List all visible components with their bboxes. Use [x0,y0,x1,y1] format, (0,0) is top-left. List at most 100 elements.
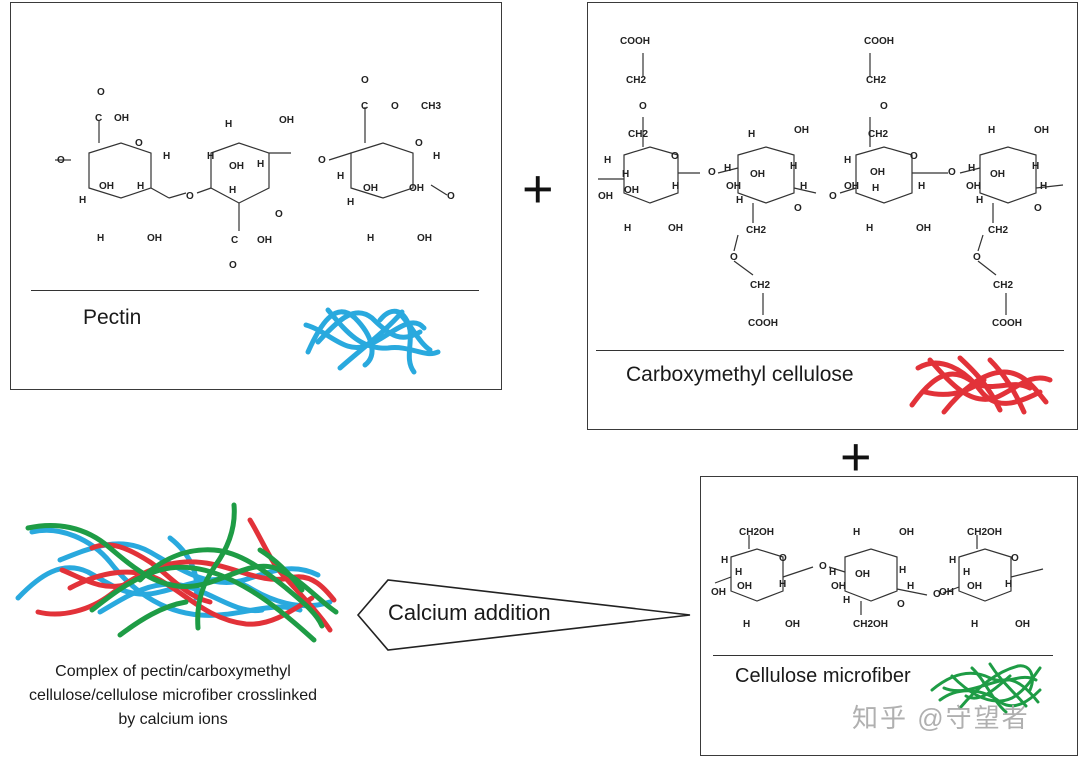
atom-label: OH [257,235,272,246]
atom-label: O [97,87,105,98]
microfiber-structure: CH2OH O H H OH H OH H OH O H OH H OH H O… [711,527,1044,630]
atom-label: COOH [864,36,894,47]
atom-label: OH [668,223,683,234]
cmc-panel: COOH CH2 O CH2 O H H OH H OH H OH O H OH… [587,2,1078,430]
atom-label: OH [785,619,800,630]
atom-label: H [367,233,374,244]
atom-label: H [433,151,440,162]
atom-label: O [933,589,941,600]
atom-label: OH [737,581,752,592]
microfiber-label: Cellulose microfiber [735,665,911,687]
atom-label: H [918,181,925,192]
cmc-label: Carboxymethyl cellulose [626,363,854,386]
atom-label: O [135,138,143,149]
atom-label: CH2OH [853,619,888,630]
atom-label: H [748,129,755,140]
atom-label: O [415,138,423,149]
microfiber-ring-b [844,548,898,602]
atom-label: OH [711,587,726,598]
atom-label: O [391,101,399,112]
atom-label: H [963,567,970,578]
atom-label: CH2 [750,280,770,291]
calcium-addition-label: Calcium addition [388,600,551,625]
atom-label: O [186,191,194,202]
atom-label: C [361,101,368,112]
atom-label: H [866,223,873,234]
pectin-divider [31,290,479,291]
microfiber-divider [713,655,1053,656]
atom-label: H [743,619,750,630]
atom-label: H [79,195,86,206]
plus-sign-2: + [840,427,872,487]
atom-label: O [1011,553,1019,564]
cmc-ring-c [855,146,913,204]
atom-label: O [708,167,716,178]
atom-label: CH2 [988,225,1008,236]
atom-label: CH2 [626,75,646,86]
atom-label: O [973,252,981,263]
pectin-ring-2 [210,142,270,204]
atom-label: O [361,75,369,86]
atom-label: OH [939,587,954,598]
atom-label: OH [844,181,859,192]
atom-label: OH [363,183,378,194]
atom-label: H [853,527,860,538]
complex-caption-line-2: cellulose/cellulose microfiber crosslink… [28,687,318,704]
watermark: 知乎 @守望者 [852,703,1030,733]
atom-label: H [968,163,975,174]
atom-label: H [779,579,786,590]
atom-label: O [779,553,787,564]
atom-label: H [225,119,232,130]
atom-label: OH [967,581,982,592]
atom-label: OH [750,169,765,180]
atom-label: OH [916,223,931,234]
atom-label: O [948,167,956,178]
cmc-ring-a [623,146,679,204]
atom-label: OH [279,115,294,126]
complex-caption-line-1: Complex of pectin/carboxymethyl [55,663,291,680]
pectin-label: Pectin [83,306,142,329]
atom-label: CH2 [868,129,888,140]
atom-label: H [622,169,629,180]
atom-label: O [730,252,738,263]
atom-label: CH2 [866,75,886,86]
atom-label: O [639,101,647,112]
atom-label: CH2 [993,280,1013,291]
atom-label: COOH [748,318,778,329]
atom-label: O [880,101,888,112]
atom-label: H [721,555,728,566]
atom-label: H [163,151,170,162]
atom-label: H [829,567,836,578]
atom-label: H [604,155,611,166]
atom-label: OH [899,527,914,538]
atom-label: OH [855,569,870,580]
atom-label: H [735,567,742,578]
cmc-ring-d [979,146,1037,204]
atom-label: H [907,581,914,592]
atom-label: COOH [620,36,650,47]
pectin-structure: O C OH O O H OH H H H OH O H OH H OH H H… [55,75,455,271]
atom-label: O [229,260,237,271]
atom-label: OH [794,125,809,136]
atom-label: H [971,619,978,630]
atom-label: OH [1015,619,1030,630]
atom-label: O [1034,203,1042,214]
atom-label: H [800,181,807,192]
atom-label: H [724,163,731,174]
atom-label: H [137,181,144,192]
atom-label: O [819,561,827,572]
microfiber-ring-c [958,548,1012,602]
atom-label: O [57,155,65,166]
atom-label: H [988,125,995,136]
complex-caption-line-3: by calcium ions [118,711,228,728]
atom-label: CH3 [421,101,441,112]
atom-label: C [95,113,102,124]
atom-label: H [899,565,906,576]
atom-label: CH2OH [739,527,774,538]
atom-label: O [671,151,679,162]
pectin-ring-3 [350,142,414,199]
cmc-structure: COOH CH2 O CH2 O H H OH H OH H OH O H OH… [598,36,1064,329]
atom-label: OH [99,181,114,192]
atom-label: H [872,183,879,194]
atom-label: OH [990,169,1005,180]
